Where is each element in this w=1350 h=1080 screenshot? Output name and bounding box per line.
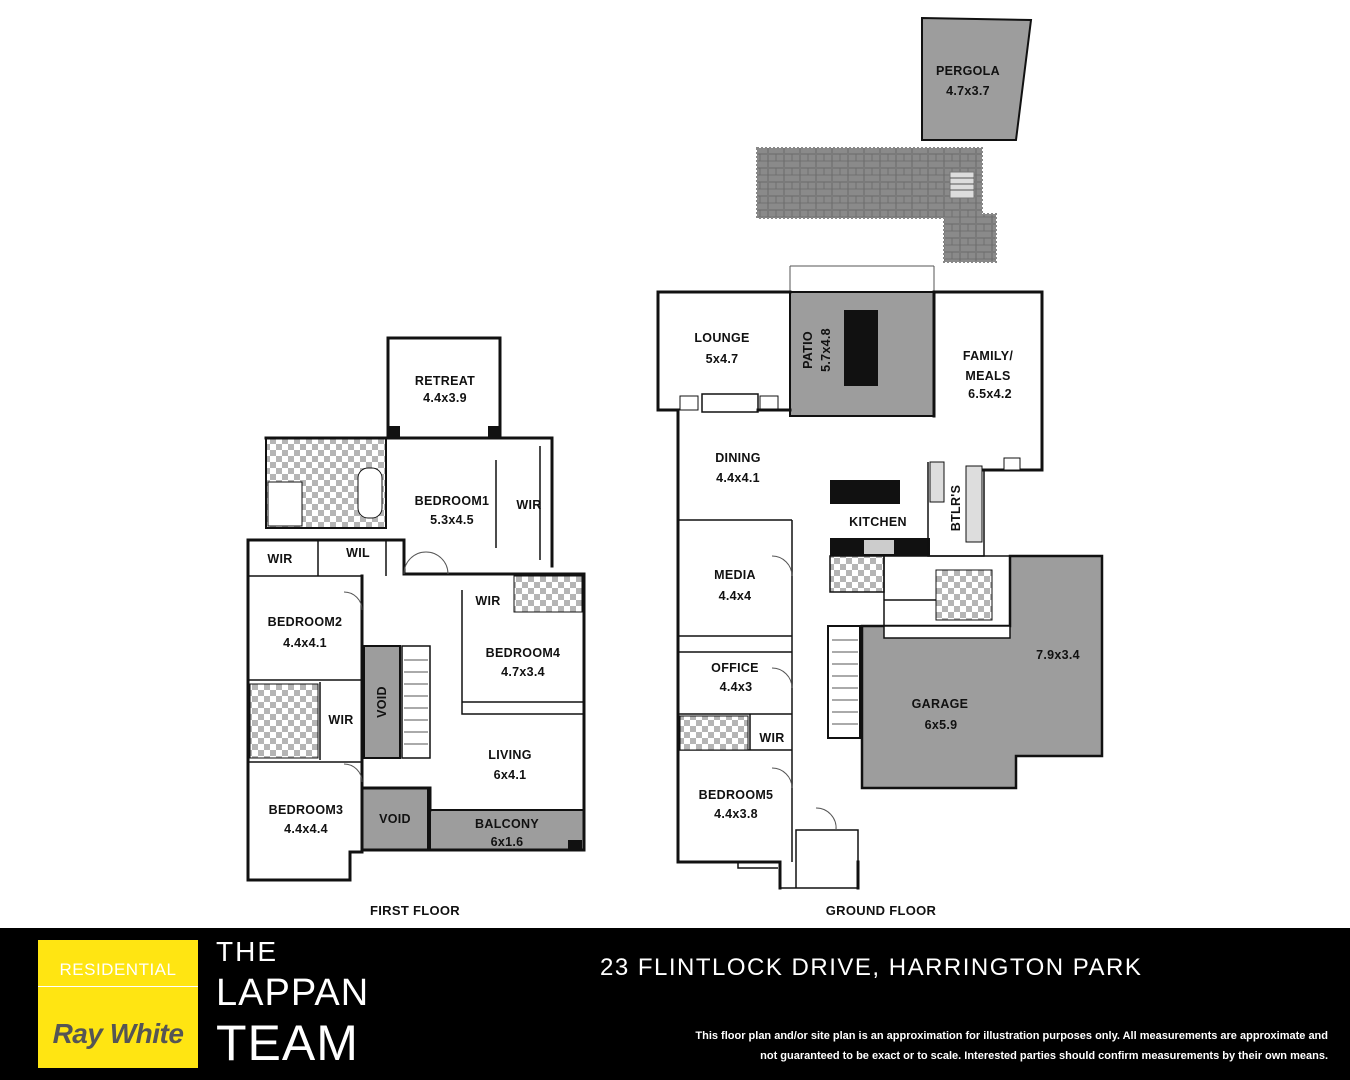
floor-plan: PERGOLA 4.7x3.7 LOUNGE 5x4.7 PATIO 5.7x4… xyxy=(246,16,1104,918)
patio-table xyxy=(844,310,878,386)
patio-label: PATIO xyxy=(801,331,815,369)
wir-c-label: WIR xyxy=(328,713,353,727)
patio-size: 5.7x4.8 xyxy=(819,328,833,372)
bedroom2-size: 4.4x4.1 xyxy=(283,636,327,650)
void2-label: VOID xyxy=(379,812,411,826)
team-line-3: TEAM xyxy=(216,1015,359,1071)
ground-stairs xyxy=(827,625,861,739)
pergola-label: PERGOLA xyxy=(936,64,1000,78)
bath-4 xyxy=(513,575,583,613)
first-floor-plan xyxy=(246,336,586,882)
disclaimer-line-1: This floor plan and/or site plan is an a… xyxy=(695,1030,1328,1042)
bedroom1-size: 5.3x4.5 xyxy=(430,513,474,527)
ground-bath xyxy=(679,715,749,751)
wil-label: WIL xyxy=(346,546,370,560)
wir-ground-label: WIR xyxy=(759,731,784,745)
kitchen-island xyxy=(830,480,900,504)
first-stairs xyxy=(401,645,431,759)
media-label: MEDIA xyxy=(714,568,756,582)
dining-size: 4.4x4.1 xyxy=(716,471,760,485)
living-label: LIVING xyxy=(488,748,531,762)
bath-2 xyxy=(249,683,319,759)
office-label: OFFICE xyxy=(711,661,759,675)
ground-floor-caption: GROUND FLOOR xyxy=(826,903,937,918)
balcony-size: 6x1.6 xyxy=(491,835,524,849)
balcony-label: BALCONY xyxy=(475,817,539,831)
kitchen-label: KITCHEN xyxy=(849,515,907,529)
office-size: 4.4x3 xyxy=(720,680,753,694)
pergola-size: 4.7x3.7 xyxy=(946,84,990,98)
meals-label: MEALS xyxy=(965,369,1010,383)
property-address: 23 FLINTLOCK DRIVE, HARRINGTON PARK xyxy=(600,954,1143,981)
garage-size: 6x5.9 xyxy=(925,718,958,732)
logo-residential: RESIDENTIAL xyxy=(38,960,198,987)
ray-white-logo: RESIDENTIAL Ray White xyxy=(38,940,198,1068)
retreat-size: 4.4x3.9 xyxy=(423,391,467,405)
garage-label: GARAGE xyxy=(912,697,969,711)
disclaimer-line-2: not guaranteed to be exact or to scale. … xyxy=(760,1050,1328,1062)
bedroom4-size: 4.7x3.4 xyxy=(501,665,545,679)
void1-label: VOID xyxy=(375,686,389,718)
bedroom4-label: BEDROOM4 xyxy=(486,646,561,660)
bedroom1-label: BEDROOM1 xyxy=(415,494,490,508)
wir-bed1-label: WIR xyxy=(516,498,541,512)
retreat-label: RETREAT xyxy=(415,374,475,388)
bedroom2-label: BEDROOM2 xyxy=(268,615,343,629)
laundry xyxy=(829,555,885,593)
btlrs-label: BTLR'S xyxy=(949,485,963,531)
bedroom3-label: BEDROOM3 xyxy=(269,803,344,817)
bedroom5-size: 4.4x3.8 xyxy=(714,807,758,821)
ground-floor-plan xyxy=(656,16,1104,890)
lounge-size: 5x4.7 xyxy=(706,352,739,366)
steps xyxy=(949,171,975,199)
dining-label: DINING xyxy=(715,451,761,465)
first-floor-caption: FIRST FLOOR xyxy=(370,903,460,918)
paved-area xyxy=(756,147,997,263)
lounge-label: LOUNGE xyxy=(694,331,749,345)
family-label: FAMILY/ xyxy=(963,349,1013,363)
team-line-2: LAPPAN xyxy=(216,972,370,1014)
garage-extra-size: 7.9x3.4 xyxy=(1036,648,1080,662)
living-size: 6x4.1 xyxy=(494,768,527,782)
media-size: 4.4x4 xyxy=(719,589,752,603)
void-1 xyxy=(363,645,401,759)
pergola-area xyxy=(921,16,1033,141)
wir-b-label: WIR xyxy=(475,594,500,608)
bedroom3-size: 4.4x4.4 xyxy=(284,822,328,836)
logo-brand: Ray White xyxy=(52,1018,184,1049)
footer-banner: RESIDENTIAL Ray White THE LAPPAN TEAM 23… xyxy=(0,928,1350,1080)
team-line-1: THE xyxy=(216,936,278,967)
bedroom5-label: BEDROOM5 xyxy=(699,788,774,802)
family-size: 6.5x4.2 xyxy=(968,387,1012,401)
wir-a-label: WIR xyxy=(267,552,292,566)
